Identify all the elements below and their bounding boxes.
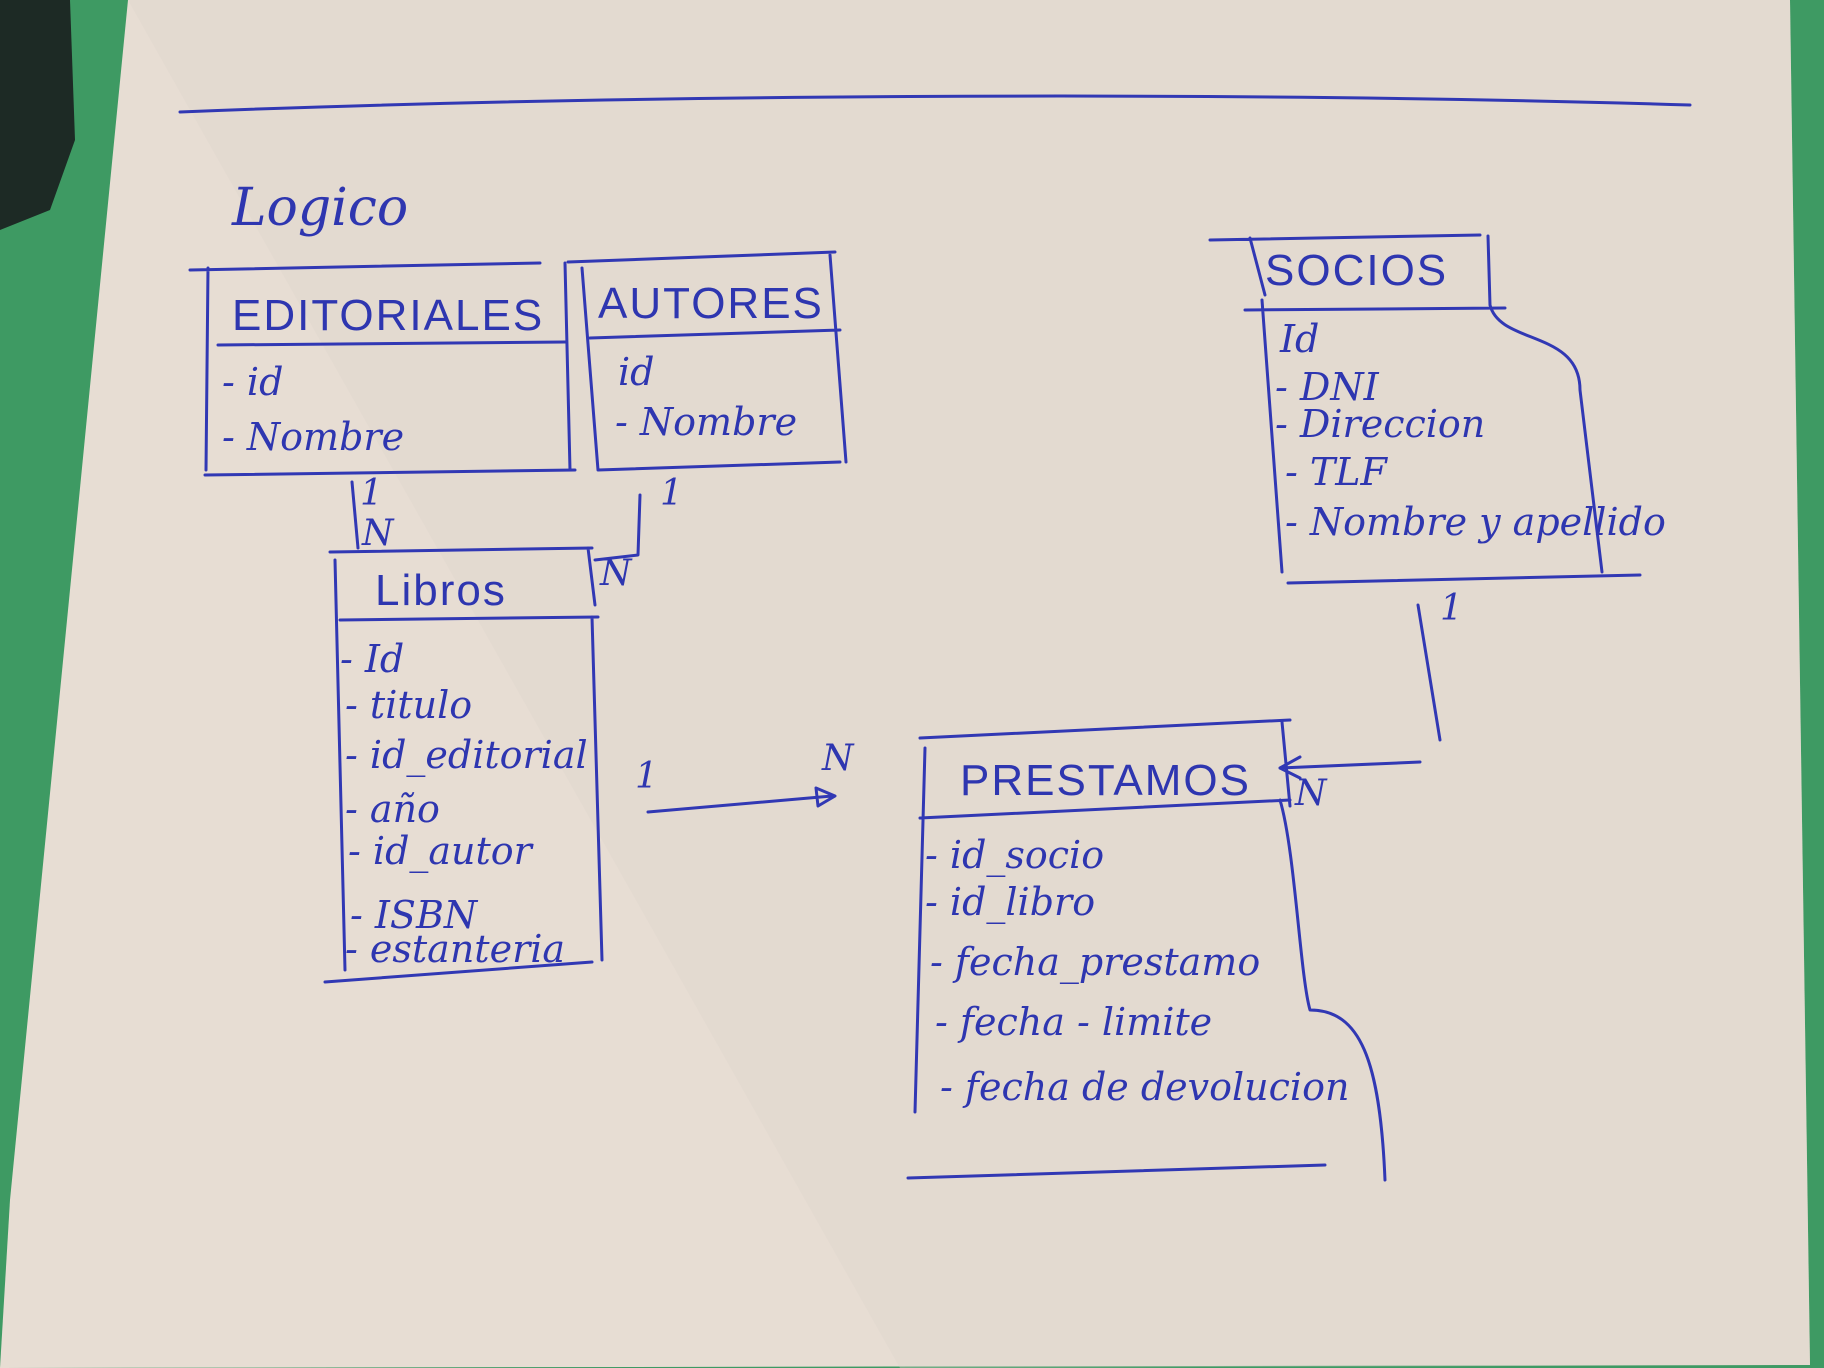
card-editoriales-one: 1 (360, 473, 383, 514)
editoriales-attr-1: - Nombre (222, 415, 404, 459)
card-autores-one: 1 (660, 473, 683, 514)
card-libros-one: 1 (635, 756, 658, 797)
relation-libros-prestamos: 1 N (635, 738, 855, 814)
libros-box (323, 546, 604, 984)
prestamos-title: PRESTAMOS (960, 756, 1251, 805)
relation-socios-prestamos: 1 N (1278, 588, 1463, 814)
prestamos-attr-3: - fecha - limite (935, 1000, 1212, 1044)
entity-libros: Libros - Id - titulo - id_editorial - añ… (323, 546, 604, 984)
dark-object (0, 0, 75, 230)
libros-attr-4: - id_autor (348, 829, 535, 874)
socios-attr-0: Id (1279, 317, 1319, 361)
prestamos-attr-0: - id_socio (925, 833, 1104, 878)
entity-socios: SOCIOS Id - DNI - Direccion - TLF - Nomb… (1208, 233, 1666, 585)
libros-attr-6: - estanteria (345, 927, 565, 971)
libros-attr-2: - id_editorial (345, 733, 588, 778)
card-libros-many-autores: N (599, 553, 633, 594)
socios-title: SOCIOS (1265, 246, 1448, 295)
autores-attr-1: - Nombre (615, 400, 797, 444)
entity-autores: AUTORES id - Nombre (566, 250, 848, 472)
relation-editoriales-libros-line (350, 480, 360, 550)
relation-socios-prestamos-arrow (1278, 603, 1442, 780)
entity-editoriales: EDITORIALES - id - Nombre (188, 261, 577, 477)
top-rule-line (178, 94, 1692, 114)
socios-box (1208, 233, 1642, 585)
autores-attr-0: id (618, 350, 654, 394)
libros-title: Libros (375, 566, 507, 615)
relation-autores-libros: 1 N (593, 473, 683, 594)
card-socios-one: 1 (1440, 588, 1463, 629)
editoriales-title: EDITORIALES (232, 291, 544, 340)
libros-attr-3: - año (345, 787, 440, 831)
relation-libros-prestamos-arrow (646, 786, 837, 814)
card-libros-many-editoriales: N (361, 513, 395, 554)
editoriales-attr-0: - id (222, 360, 283, 404)
socios-attr-1: - DNI (1275, 365, 1380, 409)
libros-attr-1: - titulo (345, 683, 472, 727)
diagram-heading: Logico (231, 178, 408, 238)
prestamos-attr-2: - fecha_prestamo (930, 940, 1260, 985)
prestamos-attr-4: - fecha de devolucion (940, 1065, 1349, 1109)
libros-attr-0: - Id (340, 637, 404, 681)
relation-autores-libros-line (593, 493, 642, 562)
relation-editoriales-libros: 1 N (350, 473, 395, 554)
card-prestamos-many-socios: N (1294, 773, 1328, 814)
socios-attr-3: - TLF (1285, 450, 1388, 494)
socios-attr-4: - Nombre y apellido (1285, 500, 1666, 544)
card-prestamos-many-libros: N (821, 738, 855, 779)
editoriales-box (188, 261, 577, 477)
libros-attr-5: - ISBN (350, 893, 479, 937)
prestamos-attr-1: - id_libro (925, 880, 1095, 925)
socios-attr-2: - Direccion (1275, 402, 1485, 446)
autores-title: AUTORES (598, 279, 824, 328)
autores-box (566, 250, 848, 472)
entity-prestamos: PRESTAMOS - id_socio - id_libro - fecha_… (906, 718, 1387, 1182)
